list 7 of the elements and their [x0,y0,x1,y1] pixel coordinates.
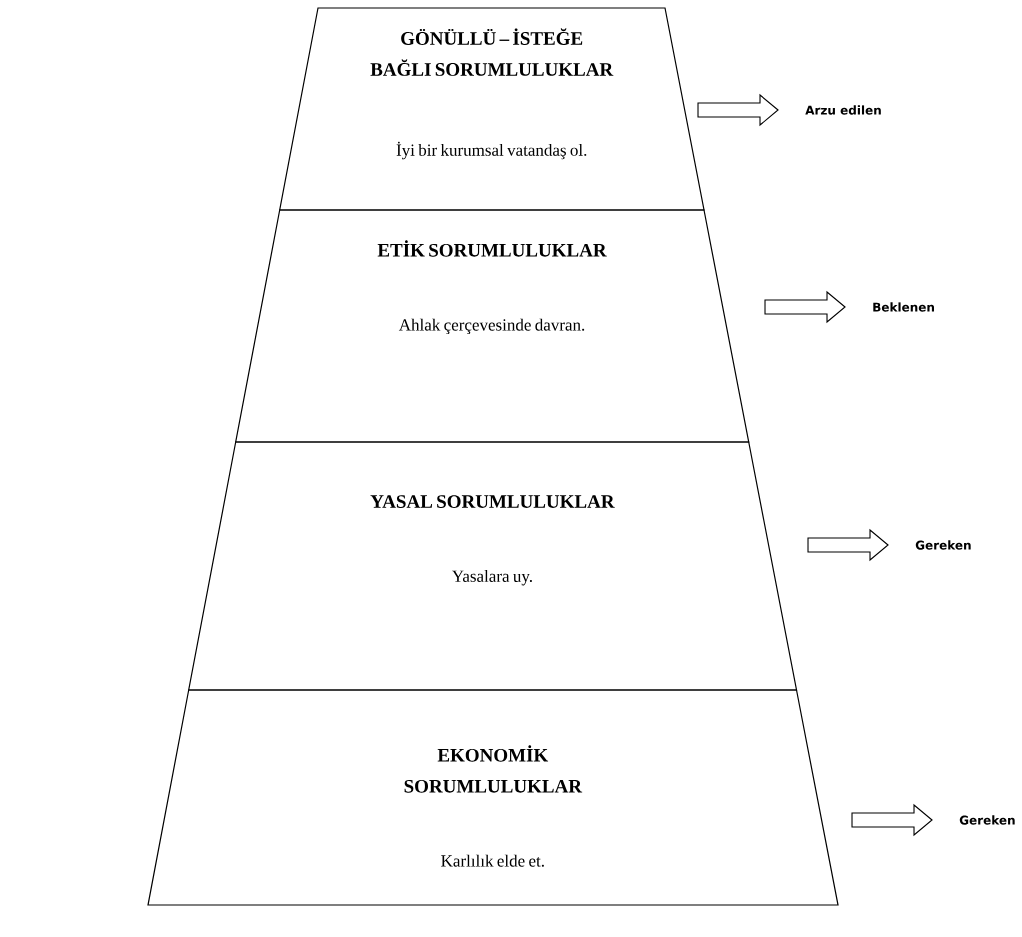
pyramid-band: EKONOMİK SORUMLULUKLAR Karlılık elde et. [147,689,839,906]
pyramid-band: GÖNÜLLÜ – İSTEĞE BAĞLI SORUMLULUKLAR İyi bir kurumsal vatandaş ol. [279,7,705,211]
side-label: Beklenen [873,302,934,312]
side-label: Gereken [959,815,1015,825]
pyramid-band: ETİK SORUMLULUKLAR Ahlak çerçevesinde davran. [235,209,750,443]
side-label: Arzu edilen [805,105,881,115]
side-label: Gereken [915,540,971,550]
